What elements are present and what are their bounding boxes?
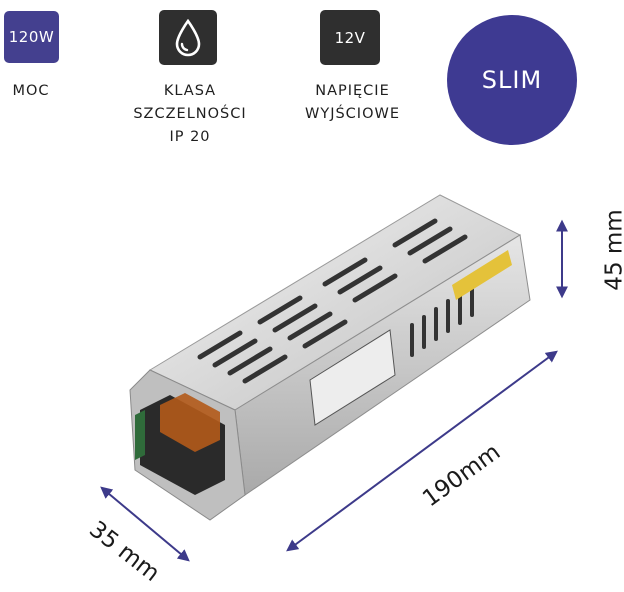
voltage-caption: NAPIĘCIE WYJŚCIOWE xyxy=(290,80,415,126)
power-caption-text: MOC xyxy=(12,83,50,99)
power-caption: MOC xyxy=(0,80,62,103)
ip-caption-line3: IP 20 xyxy=(169,129,211,145)
power-badge: 120W xyxy=(4,11,59,63)
width-arrow xyxy=(100,486,190,562)
power-value: 120W xyxy=(8,28,55,46)
ip-caption-line2: SZCZELNOŚCI xyxy=(133,106,247,122)
ip-caption: KLASA SZCZELNOŚCI IP 20 xyxy=(120,80,260,149)
slim-label: SLIM xyxy=(481,66,543,94)
height-label: 45 mm xyxy=(602,209,624,290)
voltage-caption-line1: NAPIĘCIE xyxy=(315,83,390,99)
water-drop-icon xyxy=(175,18,201,56)
voltage-badge: 12V xyxy=(320,10,380,65)
length-label: 190mm xyxy=(418,439,505,512)
voltage-caption-line2: WYJŚCIOWE xyxy=(305,106,400,122)
slim-badge: SLIM xyxy=(447,15,577,145)
width-label: 35 mm xyxy=(84,516,164,587)
length-arrow xyxy=(286,350,558,552)
ip-caption-line1: KLASA xyxy=(163,83,217,99)
voltage-value: 12V xyxy=(334,28,366,47)
waterproof-badge xyxy=(159,10,217,65)
